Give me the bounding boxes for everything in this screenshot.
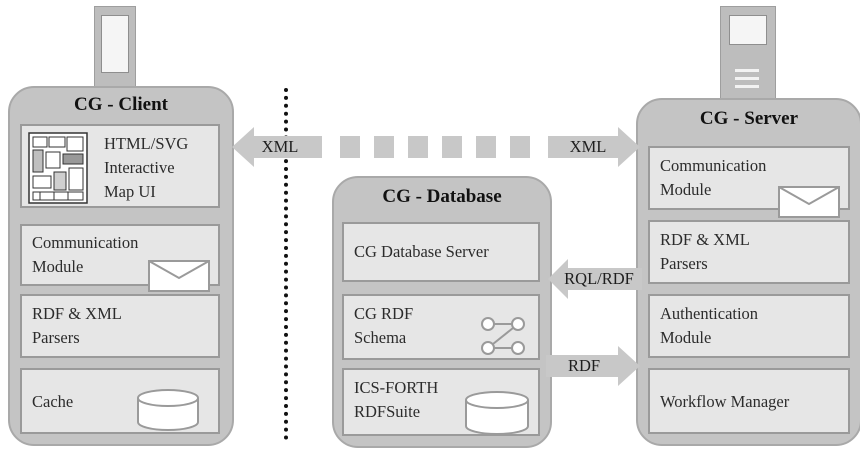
database-server-module: CG Database Server	[342, 222, 540, 282]
server-authentication-module: Authentication Module	[648, 294, 850, 358]
envelope-icon	[778, 186, 840, 218]
server-drive-slot	[735, 85, 759, 88]
client-cache-label: Cache	[32, 392, 74, 411]
database-panel-title: CG - Database	[382, 186, 502, 207]
client-parsers-module: RDF & XML Parsers	[20, 294, 220, 358]
xml-left-label: XML	[261, 137, 299, 156]
database-panel: CG - Database CG Database Server CG RDF …	[332, 176, 552, 448]
server-device-icon	[720, 6, 776, 104]
database-rdfsuite-label: ICS-FORTH RDFSuite	[354, 378, 439, 421]
client-communication-label: Communication Module	[32, 233, 139, 276]
rdf-label: RDF	[567, 356, 601, 375]
client-map-ui-module: HTML/SVG Interactive Map UI	[20, 124, 220, 208]
floor-map-icon	[28, 132, 88, 204]
server-workflow-module: Workflow Manager	[648, 368, 850, 434]
database-schema-module: CG RDF Schema	[342, 294, 540, 360]
client-communication-module: Communication Module	[20, 224, 220, 292]
rql-rdf-arrow	[548, 259, 642, 299]
dash-block	[374, 136, 394, 158]
server-parsers-label: RDF & XML Parsers	[660, 230, 750, 273]
server-communication-label: Communication Module	[660, 156, 767, 199]
database-rdfsuite-module: ICS-FORTH RDFSuite	[342, 368, 540, 436]
client-device-screen	[101, 15, 129, 73]
client-server-divider	[284, 88, 288, 440]
server-workflow-label: Workflow Manager	[660, 392, 790, 411]
xml-right-label: XML	[569, 137, 607, 156]
client-cache-module: Cache	[20, 368, 220, 434]
server-parsers-module: RDF & XML Parsers	[648, 220, 850, 284]
schema-graph-icon	[481, 317, 525, 355]
dash-block	[476, 136, 496, 158]
client-device-icon	[94, 6, 136, 92]
server-authentication-label: Authentication Module	[660, 304, 759, 347]
database-cylinder-icon	[465, 391, 529, 435]
client-map-ui-label: HTML/SVG Interactive Map UI	[104, 134, 189, 201]
database-schema-label: CG RDF Schema	[354, 304, 414, 347]
client-panel: CG - Client HTML/SVG Interactive Map UI …	[8, 86, 234, 446]
envelope-icon	[148, 260, 210, 292]
server-communication-module: Communication Module	[648, 146, 850, 218]
server-panel: CG - Server Communication Module RDF & X…	[636, 98, 860, 446]
database-cylinder-icon	[137, 389, 199, 431]
server-device-screen	[729, 15, 767, 45]
dash-block	[340, 136, 360, 158]
server-drive-slot	[735, 77, 759, 80]
xml-right-arrow	[548, 127, 640, 167]
client-panel-title: CG - Client	[74, 94, 168, 115]
xml-left-arrow	[232, 127, 322, 167]
server-drive-slot	[735, 69, 759, 72]
rql-rdf-label: RQL/RDF	[564, 269, 634, 288]
dash-block	[408, 136, 428, 158]
server-panel-title: CG - Server	[699, 108, 799, 129]
dash-block	[442, 136, 462, 158]
rdf-arrow	[546, 346, 640, 386]
client-parsers-label: RDF & XML Parsers	[32, 304, 122, 347]
dash-block	[510, 136, 530, 158]
database-server-label: CG Database Server	[354, 242, 489, 261]
